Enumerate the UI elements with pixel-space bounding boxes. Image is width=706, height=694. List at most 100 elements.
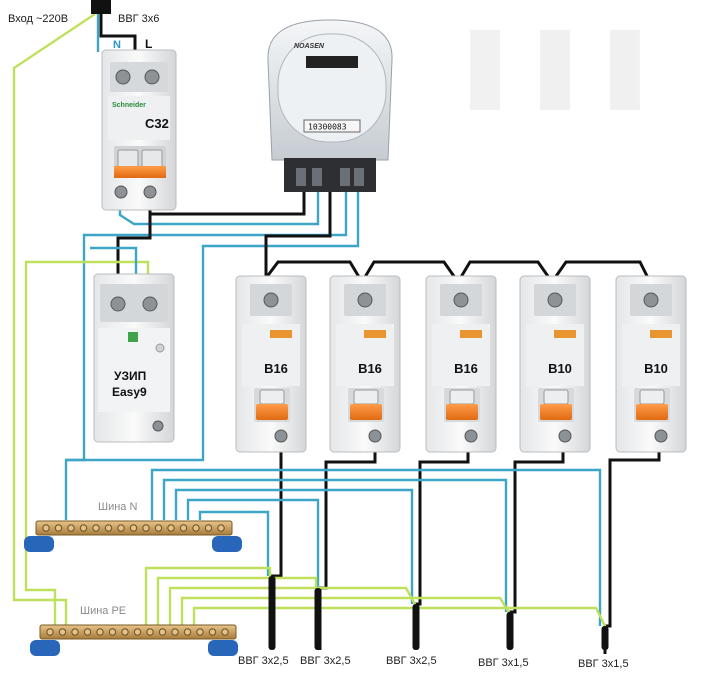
breaker-3: B16 xyxy=(425,275,497,453)
bus-pe: Шина PE xyxy=(30,605,238,656)
pe-wire-4 xyxy=(180,596,512,628)
cable-sheath xyxy=(412,604,420,650)
n-wire-1 xyxy=(198,510,270,576)
bus-screw xyxy=(121,628,129,636)
cable-sheath xyxy=(314,588,322,650)
breaker-top-screw xyxy=(643,292,659,308)
breaker-handle[interactable] xyxy=(350,404,382,420)
breaker-handle[interactable] xyxy=(540,404,572,420)
n-wire-5 xyxy=(150,468,602,626)
bus-screw xyxy=(154,524,163,532)
bus-pe-cap-right xyxy=(208,640,238,656)
main-breaker-brand: Schneider xyxy=(112,102,146,109)
cable-label: ВВГ 3х2,5 xyxy=(300,655,351,667)
breaker-rating: B16 xyxy=(264,361,288,376)
bus-screw xyxy=(71,628,79,636)
n-wire-2 xyxy=(186,498,320,588)
breaker-brand-strip xyxy=(270,330,292,338)
breaker-rating: B16 xyxy=(454,361,478,376)
bus-screw xyxy=(42,524,50,532)
meter-serial-plate xyxy=(303,119,361,133)
bus-n: Шина N xyxy=(24,501,242,552)
neutral-label: N xyxy=(113,39,121,51)
cable-sheath xyxy=(601,626,609,650)
bus-screw xyxy=(133,628,142,636)
breaker-bottom-screw xyxy=(654,429,668,443)
breaker-handle-top[interactable] xyxy=(259,389,285,405)
breaker-2: B16 xyxy=(329,275,401,453)
bus-screw xyxy=(108,628,117,636)
main-breaker-screw-n xyxy=(115,69,131,85)
main-breaker-screw-l xyxy=(144,69,160,85)
bus-n-cap-right xyxy=(212,536,242,552)
meter-neutral-out-wire xyxy=(64,186,348,520)
meter-neutral-bus-wire xyxy=(66,186,360,462)
uzip-test-button xyxy=(155,343,165,353)
meter-terminal-4 xyxy=(354,168,364,186)
main-breaker-handle-bar[interactable] xyxy=(114,166,166,178)
cable-ends xyxy=(268,576,609,650)
bus-screw xyxy=(83,628,92,636)
meter-counter-number: 10300083 xyxy=(308,123,347,132)
breaker-rating: B16 xyxy=(358,361,382,376)
breaker-rating: B10 xyxy=(644,361,668,376)
bus-n-label: Шина N xyxy=(98,501,137,513)
breaker-out-wire-3 xyxy=(414,448,470,650)
breaker-handle-top[interactable] xyxy=(639,389,665,405)
meter-drum-counter xyxy=(306,56,358,68)
meter-phase-out-wire xyxy=(264,186,332,278)
bus-pe-screws xyxy=(46,628,229,636)
uzip-screw-2 xyxy=(142,296,158,312)
bus-screw xyxy=(46,628,54,636)
breaker-top-screw xyxy=(357,292,373,308)
main-breaker-screw-out-n xyxy=(114,185,128,199)
energy-meter: NOASEN 10300083 xyxy=(267,19,393,192)
main-breaker-rating: C32 xyxy=(145,116,169,131)
bus-screw xyxy=(171,628,179,636)
bus-screw xyxy=(54,524,63,532)
uzip-title: УЗИП xyxy=(114,369,146,383)
bus-screw xyxy=(117,524,125,532)
breaker-bottom-screw xyxy=(274,429,288,443)
breaker-handle[interactable] xyxy=(256,404,288,420)
main-breaker: Schneider C32 xyxy=(101,49,177,211)
main-breaker-screw-out-l xyxy=(143,185,157,199)
phase-input-wire xyxy=(99,12,137,52)
breaker-handle[interactable] xyxy=(636,404,668,420)
n-wire-3 xyxy=(174,488,414,604)
bus-pe-label: Шина PE xyxy=(80,605,126,617)
bus-n-cap-left xyxy=(24,536,54,552)
breaker-out-wire-2 xyxy=(318,448,377,650)
meter-terminal-3 xyxy=(340,168,350,186)
cable-label: ВВГ 3х2,5 xyxy=(386,655,437,667)
bus-screw xyxy=(92,524,100,532)
breaker-handle[interactable] xyxy=(446,404,478,420)
bus-screw xyxy=(208,628,217,636)
bus-screw xyxy=(142,524,150,532)
breaker-handle-top[interactable] xyxy=(449,389,475,405)
bus-screw xyxy=(96,628,104,636)
bus-screw xyxy=(183,628,192,636)
bus-screw xyxy=(146,628,154,636)
bus-screw xyxy=(58,628,67,636)
uzip-screw-1 xyxy=(110,296,126,312)
breaker-top-screw xyxy=(263,292,279,308)
bus-screw xyxy=(221,628,229,636)
input-cable-label: ВВГ 3х6 xyxy=(118,13,159,25)
cable-sheath xyxy=(268,576,276,650)
bus-screw xyxy=(196,628,204,636)
uzip-screw-bottom xyxy=(152,420,164,432)
breaker-bottom-screw xyxy=(464,429,478,443)
breaker-1: B16 xyxy=(235,275,307,453)
meter-terminal-1 xyxy=(296,168,306,186)
cable-label: ВВГ 3х1,5 xyxy=(578,658,629,670)
cable-label: ВВГ 3х1,5 xyxy=(478,657,529,669)
breaker-handle-top[interactable] xyxy=(543,389,569,405)
bus-screw xyxy=(204,524,213,532)
breaker-handle-top[interactable] xyxy=(353,389,379,405)
input-label: Вход ~220В xyxy=(8,13,68,25)
bus-screw xyxy=(67,524,75,532)
